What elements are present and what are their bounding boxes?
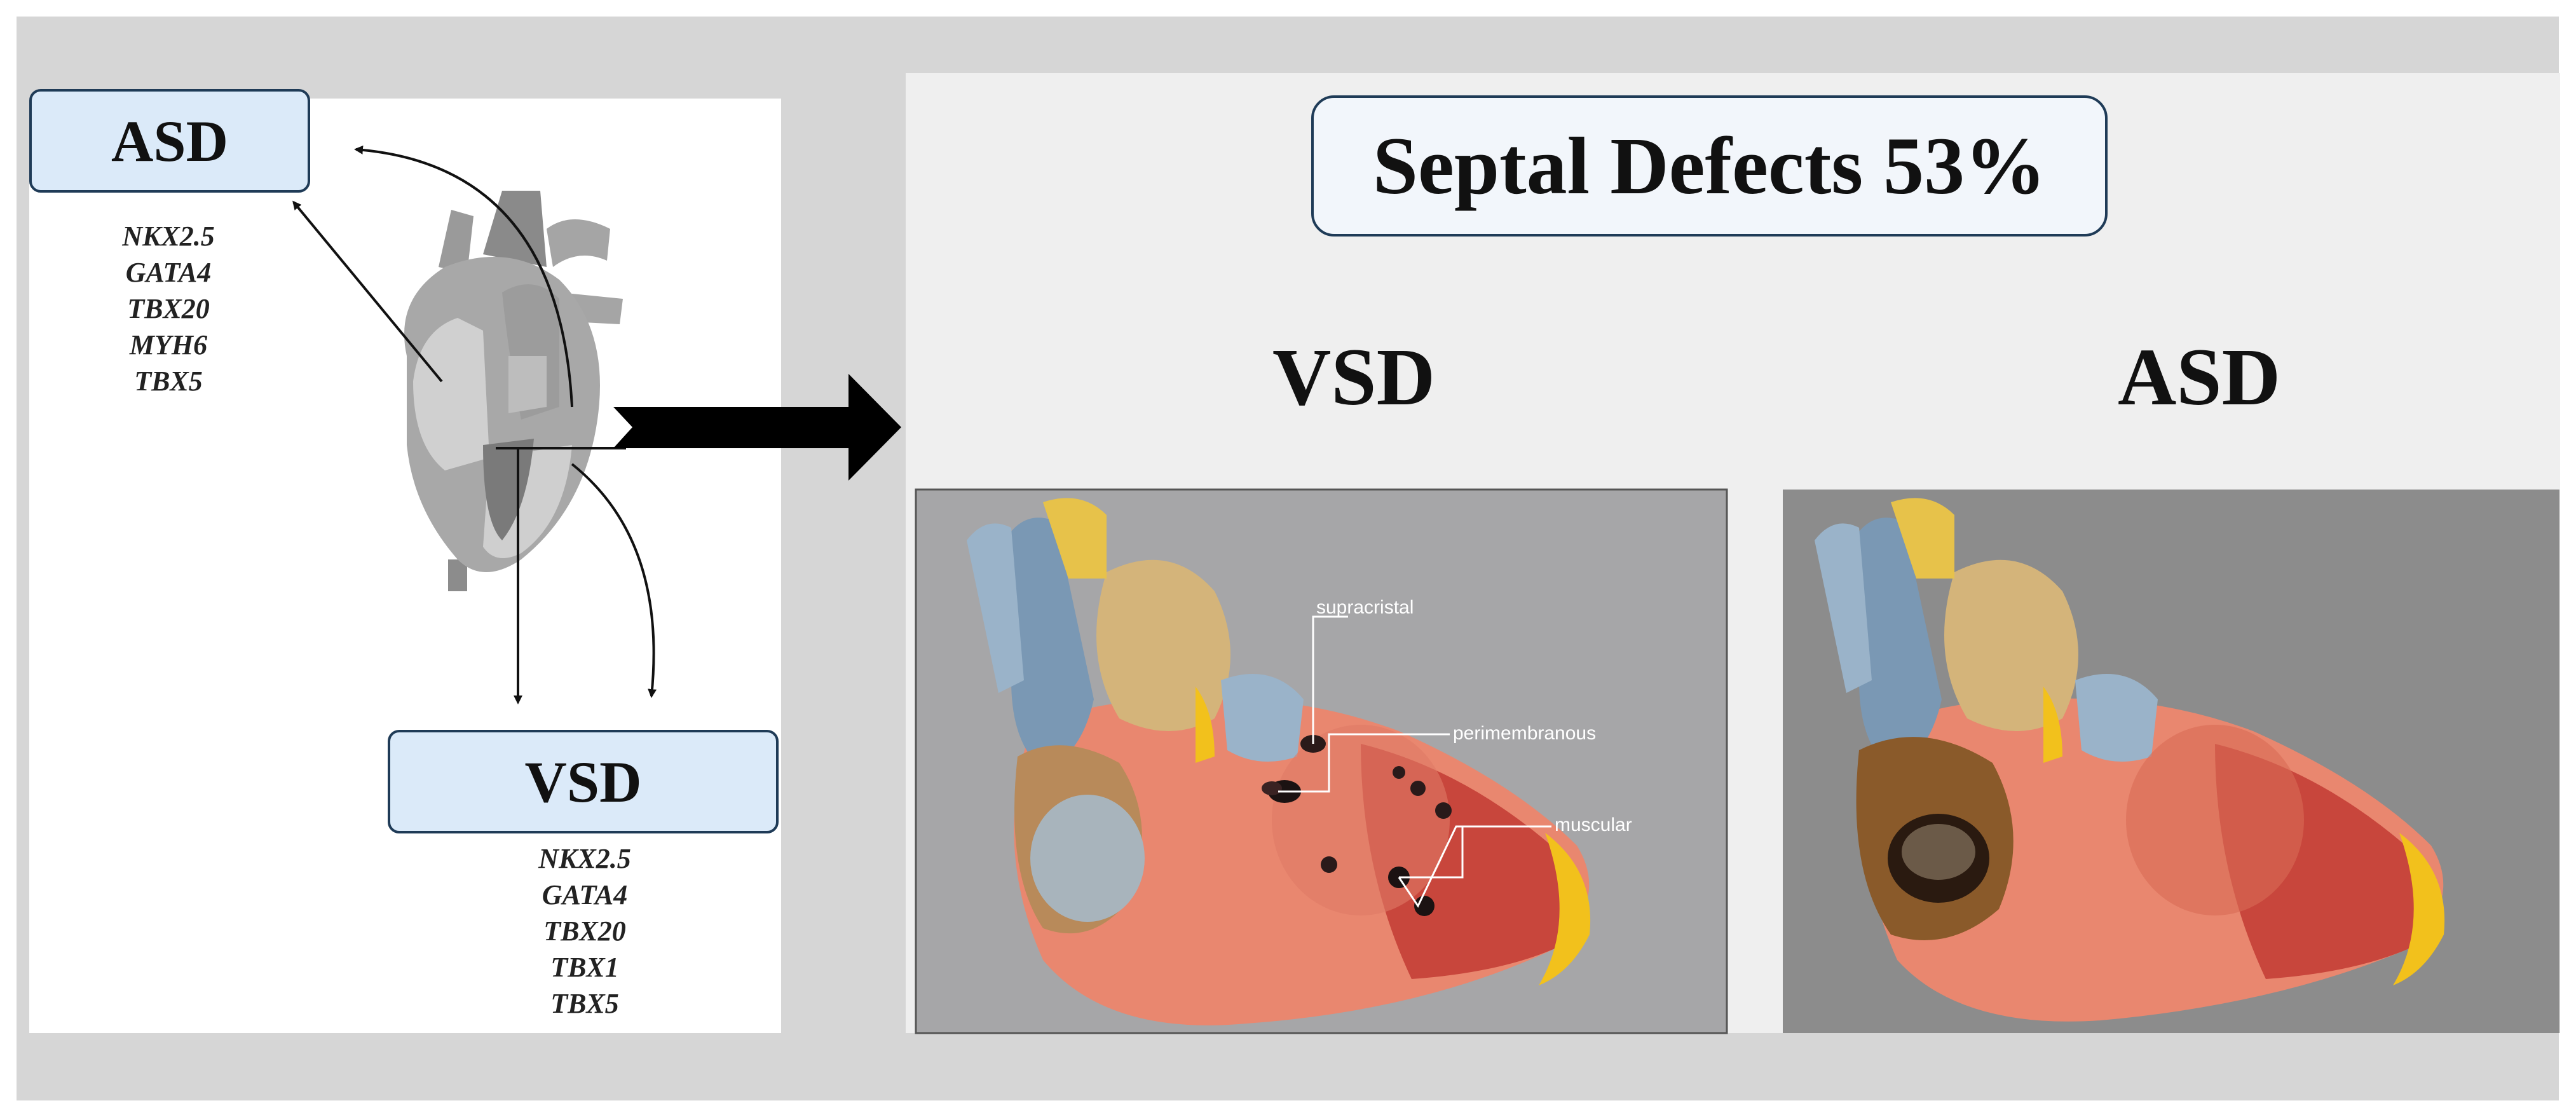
muscular-label: muscular	[1555, 814, 1632, 835]
arrow-to-asd	[292, 200, 443, 383]
asd-heart-illustration	[1783, 490, 2559, 1033]
asd-gene-list: NKX2.5 GATA4 TBX20 MYH6 TBX5	[95, 218, 242, 399]
left-panel	[29, 99, 781, 1033]
vsd-label-box: VSD	[388, 730, 779, 833]
vsd-gene: TBX1	[550, 952, 619, 983]
curved-arrow-to-asd	[354, 145, 573, 408]
vsd-gene-list: NKX2.5 GATA4 TBX20 TBX1 TBX5	[512, 840, 658, 1022]
vsd-gene: TBX5	[550, 988, 619, 1019]
vsd-gene: GATA4	[542, 879, 628, 910]
asd-heading: ASD	[2117, 332, 2281, 422]
asd-gene: TBX5	[134, 366, 203, 397]
asd-gene: MYH6	[129, 329, 208, 360]
asd-gene: NKX2.5	[122, 221, 215, 252]
vsd-heading: VSD	[1272, 332, 1436, 422]
supracristal-label: supracristal	[1316, 597, 1414, 618]
title-box: Septal Defects 53%	[1311, 95, 2108, 236]
vsd-gene: TBX20	[543, 915, 626, 947]
vsd-heart-illustration: supracristal perimembranous muscular	[915, 488, 1728, 1034]
vsd-label: VSD	[524, 749, 642, 814]
vsd-gene: NKX2.5	[538, 843, 631, 874]
asd-label: ASD	[111, 108, 229, 174]
curved-arrow-to-vsd	[571, 463, 657, 698]
asd-gene: GATA4	[125, 257, 212, 288]
gray-heart-illustration	[404, 191, 623, 591]
big-black-arrow	[613, 374, 901, 481]
asd-label-box: ASD	[29, 89, 310, 193]
asd-gene: TBX20	[127, 293, 210, 324]
perimembranous-label: perimembranous	[1453, 723, 1596, 744]
figure-title: Septal Defects 53%	[1372, 120, 2047, 211]
